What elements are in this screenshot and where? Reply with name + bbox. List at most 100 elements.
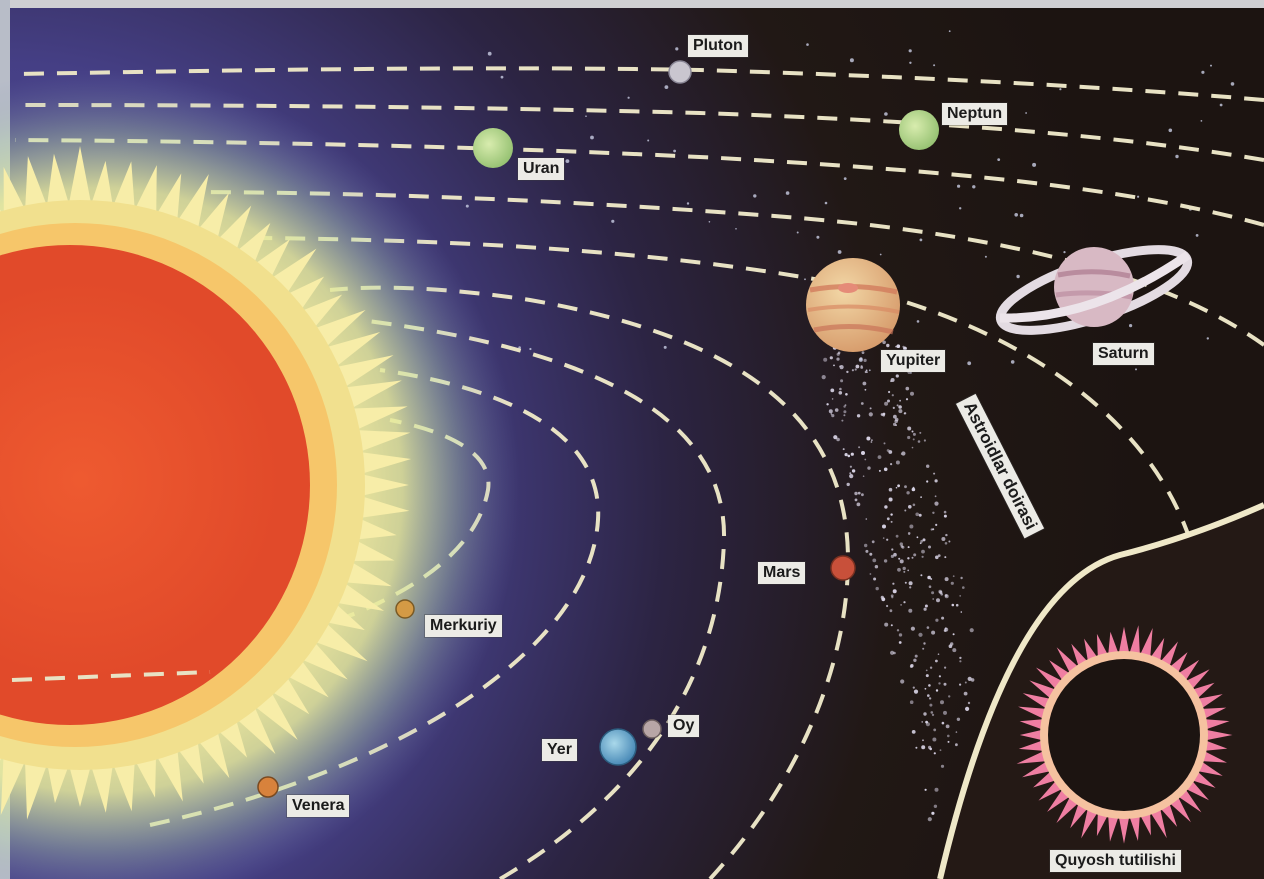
asteroid bbox=[944, 666, 947, 669]
asteroid bbox=[867, 466, 871, 470]
asteroid bbox=[891, 596, 894, 599]
star bbox=[837, 250, 842, 254]
sun-flame bbox=[46, 153, 71, 213]
asteroid bbox=[940, 700, 944, 705]
asteroid bbox=[865, 369, 868, 372]
asteroid bbox=[911, 430, 914, 433]
asteroid bbox=[922, 647, 925, 650]
asteroid bbox=[901, 451, 906, 456]
asteroid bbox=[843, 405, 846, 408]
asteroid bbox=[915, 512, 919, 517]
asteroid bbox=[930, 578, 933, 580]
asteroid bbox=[864, 388, 867, 391]
sun-flame bbox=[67, 759, 93, 807]
star bbox=[1025, 112, 1027, 114]
asteroid bbox=[924, 604, 928, 608]
asteroid bbox=[950, 581, 954, 585]
asteroid bbox=[921, 555, 924, 558]
asteroid bbox=[895, 534, 899, 538]
asteroid bbox=[935, 689, 939, 692]
asteroid bbox=[860, 365, 863, 368]
star bbox=[627, 96, 630, 99]
asteroid bbox=[856, 414, 861, 418]
asteroid bbox=[923, 607, 927, 611]
asteroid bbox=[905, 398, 909, 401]
asteroid bbox=[931, 811, 935, 815]
asteroid bbox=[826, 403, 829, 406]
asteroid bbox=[945, 724, 950, 729]
asteroid bbox=[911, 730, 916, 734]
asteroid bbox=[913, 658, 917, 662]
asteroid bbox=[935, 555, 939, 560]
asteroid bbox=[903, 412, 907, 415]
eclipse-flame bbox=[1203, 729, 1233, 741]
asteroid bbox=[920, 496, 922, 498]
asteroid bbox=[854, 491, 858, 496]
asteroid bbox=[861, 451, 865, 455]
star bbox=[1135, 368, 1137, 371]
sun-flame bbox=[24, 156, 50, 216]
asteroid bbox=[843, 410, 847, 414]
asteroid bbox=[948, 695, 951, 698]
asteroid bbox=[932, 511, 935, 514]
star bbox=[1019, 213, 1024, 218]
star bbox=[959, 207, 962, 210]
asteroid bbox=[884, 622, 889, 627]
asteroid bbox=[830, 388, 835, 393]
asteroid bbox=[960, 576, 963, 580]
asteroid bbox=[883, 467, 888, 472]
asteroid bbox=[933, 804, 938, 808]
asteroid bbox=[943, 514, 947, 518]
asteroid bbox=[908, 581, 913, 586]
asteroid bbox=[895, 424, 897, 426]
asteroid bbox=[931, 591, 935, 595]
asteroid bbox=[964, 681, 967, 684]
asteroid bbox=[913, 553, 917, 557]
sun-flame bbox=[352, 494, 410, 519]
merkuriy-planet bbox=[395, 599, 415, 619]
asteroid bbox=[952, 575, 955, 578]
asteroid bbox=[933, 752, 936, 755]
asteroid bbox=[850, 452, 854, 456]
asteroid bbox=[944, 542, 948, 545]
star bbox=[957, 184, 961, 188]
asteroid bbox=[828, 409, 833, 414]
star bbox=[1175, 154, 1179, 159]
star bbox=[686, 202, 690, 205]
sun-flame bbox=[110, 161, 136, 216]
asteroid bbox=[887, 399, 890, 403]
asteroid bbox=[934, 495, 937, 498]
asteroid bbox=[896, 344, 901, 349]
asteroid bbox=[941, 721, 945, 725]
asteroid bbox=[877, 455, 882, 459]
asteroid bbox=[931, 713, 935, 717]
asteroid bbox=[878, 469, 881, 472]
asteroid bbox=[894, 417, 899, 422]
asteroid bbox=[932, 528, 935, 531]
asteroid bbox=[940, 593, 943, 596]
asteroid bbox=[910, 391, 914, 396]
asteroid bbox=[846, 482, 850, 487]
asteroid bbox=[933, 728, 937, 732]
eclipse-flame bbox=[1018, 706, 1049, 720]
star bbox=[565, 159, 570, 164]
asteroid bbox=[871, 540, 875, 544]
asteroid bbox=[900, 679, 905, 684]
asteroid bbox=[849, 474, 854, 479]
sun-flame bbox=[89, 757, 114, 813]
label-mars: Mars bbox=[758, 562, 806, 584]
asteroid bbox=[886, 517, 890, 521]
label-saturn: Saturn bbox=[1093, 343, 1154, 365]
asteroid bbox=[821, 375, 826, 380]
asteroid bbox=[940, 764, 945, 768]
star bbox=[673, 149, 676, 153]
asteroid bbox=[833, 435, 838, 440]
asteroid bbox=[868, 412, 873, 417]
star bbox=[933, 64, 936, 67]
mars-planet bbox=[830, 555, 856, 581]
asteroid bbox=[928, 585, 932, 588]
label-neptun: Neptun bbox=[942, 103, 1008, 125]
asteroid bbox=[909, 586, 912, 589]
star bbox=[1195, 234, 1199, 237]
asteroid bbox=[936, 598, 940, 603]
